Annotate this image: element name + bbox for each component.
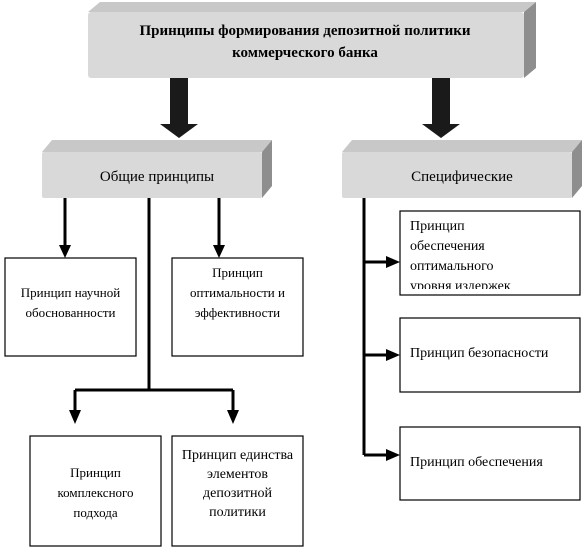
provision-principle-box: Принцип обеспечения: [410, 455, 543, 470]
complexity-principle-box: Принцип комплексного подхода: [57, 465, 134, 520]
unity-principle-box: Принцип единства элементов депозитной по…: [181, 448, 294, 520]
specific-box: [342, 140, 582, 198]
general-principles-header: Общие принципы: [99, 169, 215, 185]
arrow-to-general: [160, 78, 198, 138]
diagram-title: Принципы формирования депозитной политик…: [139, 23, 471, 61]
specific-arrowheads: [386, 256, 400, 461]
costs-principle-box: Принцип обеспечения оптимального уровня …: [410, 219, 511, 289]
optimality-principle-box: Принцип оптимальности и эффективности: [190, 265, 285, 320]
specific-principles-header: Специфические: [411, 169, 513, 185]
box-frames: [4, 210, 581, 547]
safety-principle-box: Принцип безопасности: [410, 346, 549, 361]
arrow-to-specific: [422, 78, 460, 138]
specific-connectors: [362, 198, 388, 457]
validity-principle-box: Принцип научной обоснованности: [20, 285, 121, 320]
title-box: [88, 2, 536, 78]
general-box: [42, 140, 272, 198]
general-connectors: [63, 198, 235, 412]
general-arrowheads: [59, 245, 239, 424]
